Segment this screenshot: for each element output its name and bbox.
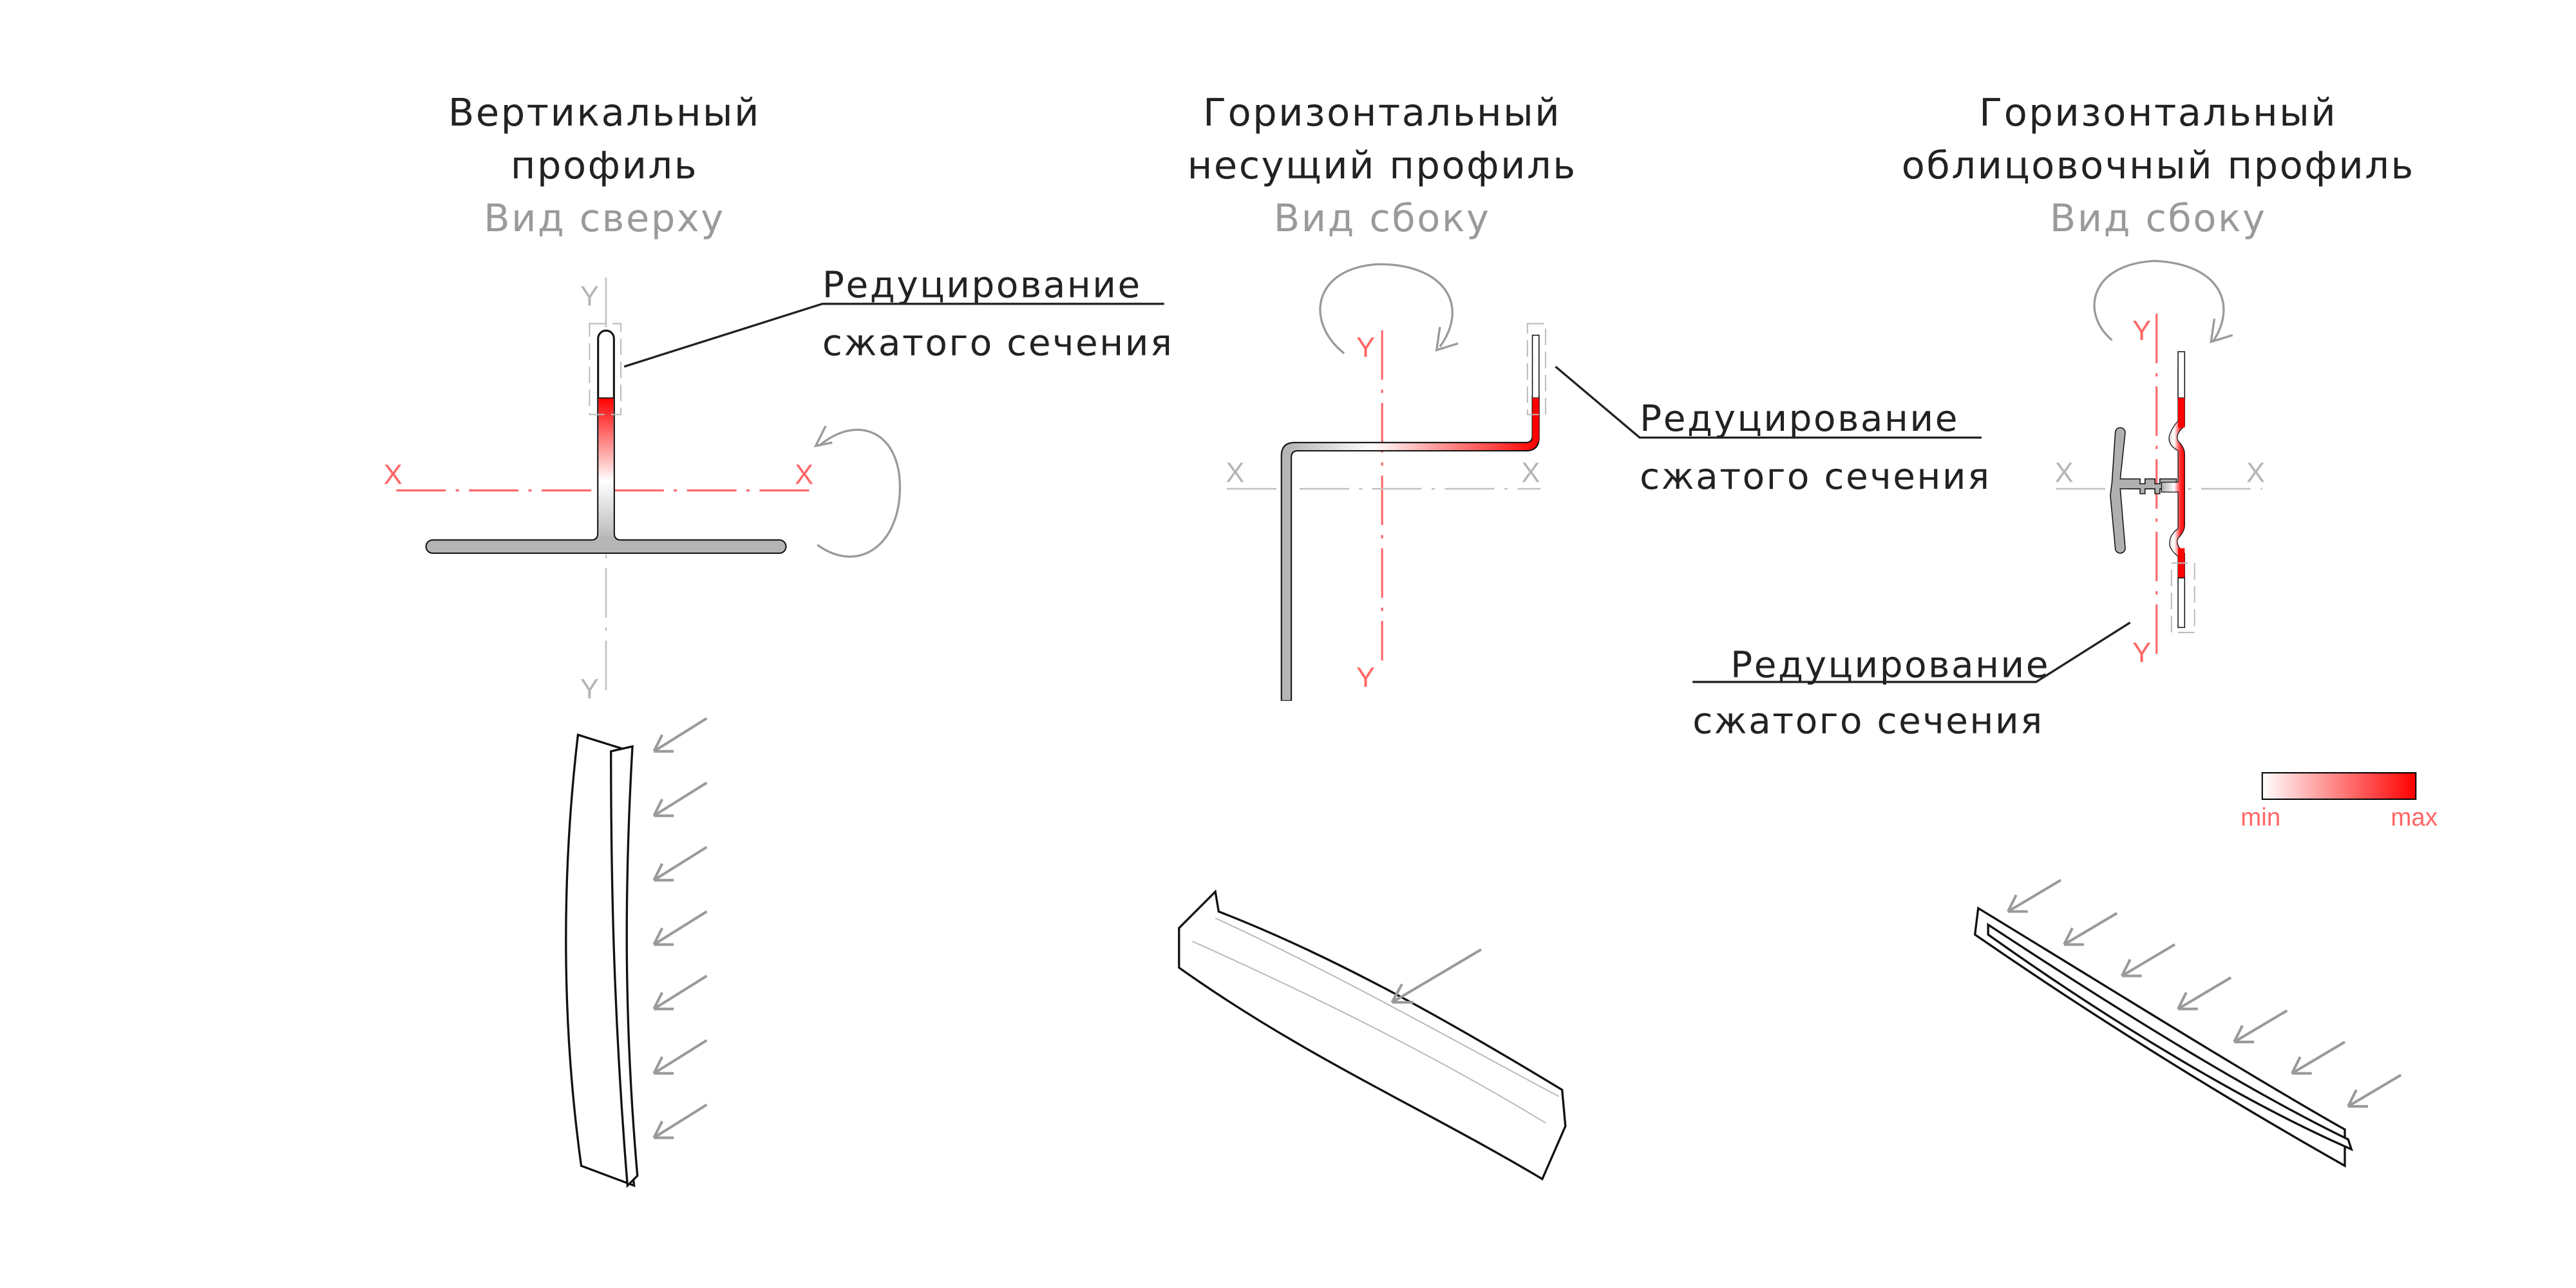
load-arrow-icon <box>2063 912 2118 946</box>
load-arrows <box>652 717 708 1139</box>
title-line-2: облицовочный профиль <box>1902 143 2415 187</box>
reduced-zone-box <box>1526 323 1547 415</box>
horizontal-bearing-profile-3d <box>1178 889 1567 1181</box>
y-axis-label-bottom: Y <box>2132 638 2151 668</box>
x-axis-label-right: X <box>2246 458 2265 489</box>
load-arrow-icon <box>2233 1009 2288 1043</box>
callout-line-1: Редуцирование <box>1730 644 2050 686</box>
legend-max-label: max <box>2391 804 2438 831</box>
stress-legend: min max <box>2240 772 2438 831</box>
stress-gradient <box>598 397 614 537</box>
title-line-1: Горизонтальный <box>1979 90 2337 135</box>
load-arrow-icon <box>652 974 708 1010</box>
load-arrow-icon <box>652 1103 708 1139</box>
load-arrow-icon <box>652 1039 708 1075</box>
load-arrow-icon <box>652 910 708 946</box>
vertical-profile-3d <box>565 733 639 1188</box>
rotation-arrow-icon <box>1319 263 1454 355</box>
load-arrow-icon <box>2177 976 2232 1010</box>
legend-min-label: min <box>2240 804 2280 831</box>
load-arrow-icon <box>1390 948 1482 1004</box>
rotation-arrow-icon <box>2093 260 2225 343</box>
load-arrows <box>2007 878 2402 1108</box>
title-line-2: профиль <box>511 143 698 187</box>
view-label: Вид сбоку <box>2050 196 2267 240</box>
y-axis-label-bottom: Y <box>580 674 599 705</box>
clip-profile-shape <box>2110 427 2177 554</box>
x-axis-label-left: X <box>2055 458 2074 489</box>
load-arrow-icon <box>2007 878 2062 913</box>
view-label: Вид сбоку <box>1274 196 1491 240</box>
load-arrow-icon <box>652 846 708 882</box>
horizontal-facing-profile-section: Горизонтальный облицовочный профиль Вид … <box>1692 90 2415 1168</box>
load-arrow-icon <box>2291 1041 2346 1075</box>
x-axis-label-left: X <box>384 459 402 490</box>
horizontal-facing-profile-3d <box>1973 906 2354 1168</box>
y-axis-label-top: Y <box>2132 316 2151 346</box>
z-profile-shape <box>1280 395 1540 701</box>
load-arrow-icon <box>652 781 708 817</box>
callout-line-2: сжатого сечения <box>1692 700 2044 742</box>
rotation-arrow-icon <box>817 428 902 558</box>
load-arrow-icon <box>2347 1074 2402 1108</box>
load-arrow-icon <box>2121 943 2175 978</box>
y-axis-label-bottom: Y <box>1356 663 1375 694</box>
title-line-1: Вертикальный <box>448 90 761 135</box>
view-label: Вид сверху <box>484 196 725 240</box>
x-axis-label-left: X <box>1226 458 1244 489</box>
title-line-1: Горизонтальный <box>1203 90 1561 135</box>
callout-line-2: сжатого сечения <box>822 322 1174 364</box>
reduced-zone-box <box>589 323 622 415</box>
callout-line-1: Редуцирование <box>822 265 1142 307</box>
horizontal-bearing-profile-section: Горизонтальный несущий профиль Вид сбоку… <box>1178 90 1991 1181</box>
title-line-2: несущий профиль <box>1188 143 1577 187</box>
y-axis-label-top: Y <box>1356 332 1375 363</box>
callout-leader <box>1555 365 1982 439</box>
vertical-profile-section: Вертикальный профиль Вид сверху Y Y X X … <box>384 90 1174 1188</box>
callout-line-2: сжатого сечения <box>1640 456 1991 498</box>
callout-leader <box>623 303 1164 368</box>
x-axis-label-right: X <box>795 459 813 490</box>
reduced-zone-box <box>2170 562 2195 634</box>
callout-leader <box>1692 621 2131 683</box>
callout-line-1: Редуцирование <box>1640 398 1959 440</box>
legend-gradient-bar <box>2261 772 2417 800</box>
load-arrow-icon <box>652 717 708 753</box>
y-axis-label-top: Y <box>580 281 599 312</box>
x-axis-label-right: X <box>1521 458 1540 489</box>
